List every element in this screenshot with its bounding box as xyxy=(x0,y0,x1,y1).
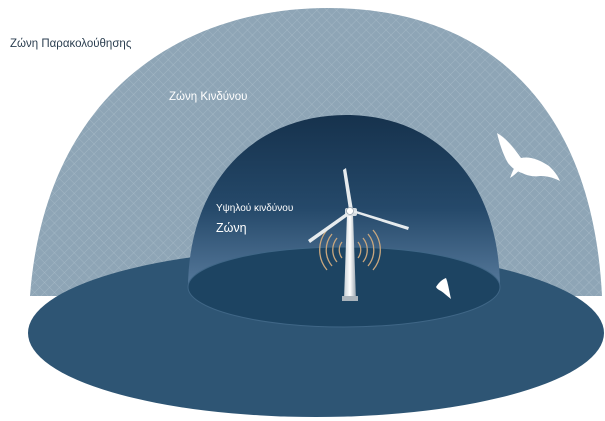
radar-waves-icon xyxy=(319,229,381,271)
danger-zone-label: Ζώνη Κινδύνου xyxy=(169,91,248,103)
small-bird-icon xyxy=(436,278,451,299)
high-risk-zone-label-line1: Υψηλού κινδύνου xyxy=(216,203,294,214)
high-risk-dome xyxy=(188,115,500,285)
wind-turbine-icon xyxy=(308,168,409,301)
eagle-icon xyxy=(497,133,560,181)
high-risk-ground xyxy=(188,247,500,327)
high-risk-ground-rim xyxy=(187,246,501,328)
monitoring-zone-label: Ζώνη Παρακολούθησης xyxy=(10,38,132,50)
high-risk-zone-label-line2: Ζώνη xyxy=(216,221,247,235)
